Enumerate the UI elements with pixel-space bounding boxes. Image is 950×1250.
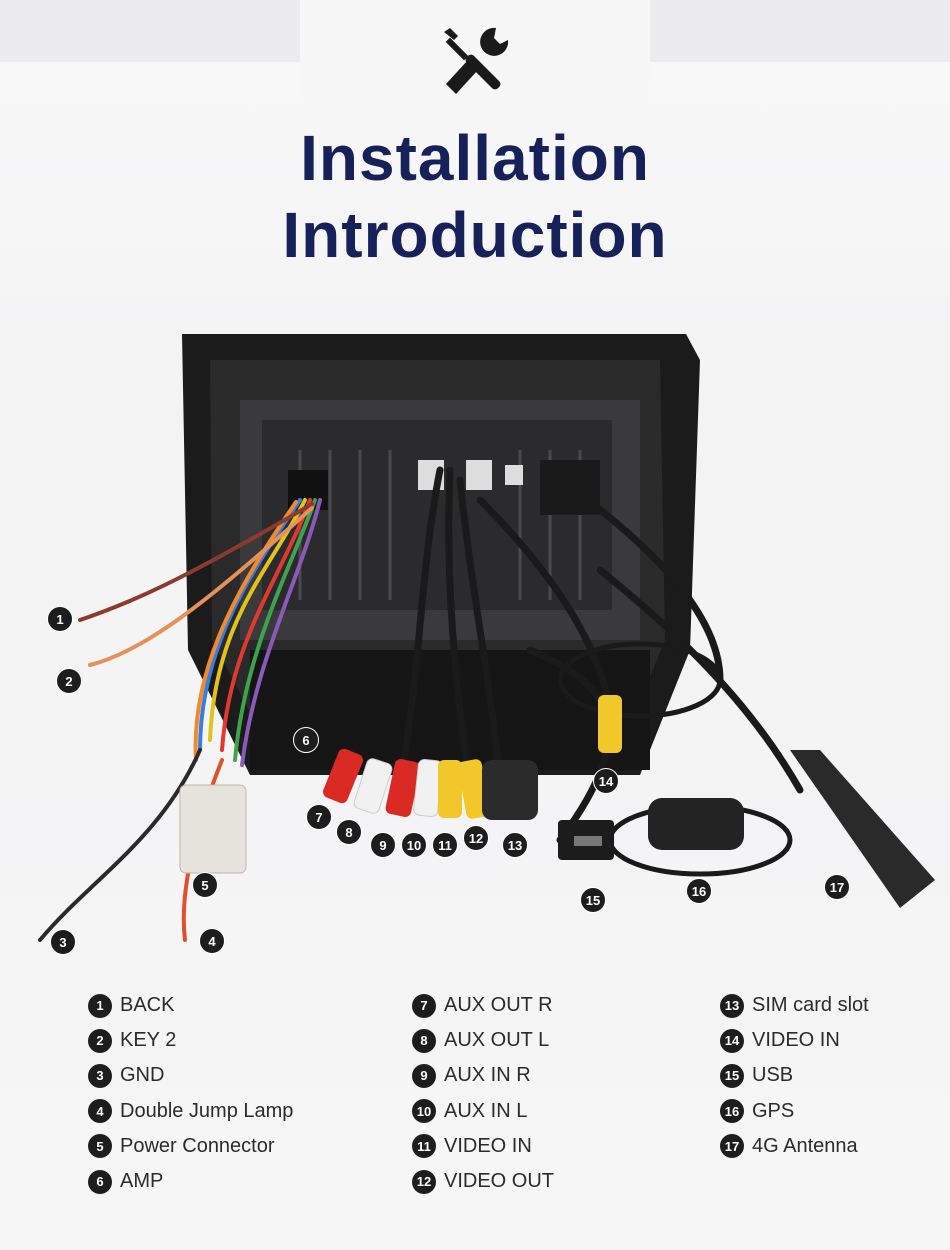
callout-7: 7 — [306, 804, 332, 830]
callout-6: 6 — [293, 727, 319, 753]
legend-label: AUX IN L — [444, 1099, 528, 1122]
legend-label: USB — [752, 1064, 794, 1087]
callout-16: 16 — [686, 878, 712, 904]
legend-label: BACK — [120, 994, 175, 1017]
legend-label: AUX IN R — [444, 1064, 531, 1087]
callout-4: 4 — [199, 928, 225, 954]
callout-8: 8 — [336, 819, 362, 845]
legend-item: 2 KEY 2 — [88, 1023, 293, 1058]
legend-number: 8 — [412, 1028, 436, 1053]
legend-number: 7 — [412, 993, 436, 1018]
legend-item: 11 VIDEO IN — [412, 1129, 554, 1164]
legend-number: 6 — [88, 1169, 112, 1194]
legend-number: 15 — [720, 1063, 744, 1088]
legend-column-3: 13 SIM card slot 14 VIDEO IN 15 USB 16 GPS 1… — [720, 988, 869, 1164]
legend-label: GND — [120, 1064, 165, 1087]
head-unit-wiring-photo — [38, 334, 935, 942]
legend-number: 16 — [720, 1099, 744, 1124]
callout-11: 11 — [432, 832, 458, 858]
legend-label: Power Connector — [120, 1134, 275, 1157]
page-title-line-1: Installation — [300, 122, 650, 194]
legend-number: 9 — [412, 1063, 436, 1088]
header-tab — [300, 0, 650, 110]
legend-label: VIDEO IN — [444, 1134, 532, 1157]
legend-label: AUX OUT L — [444, 1029, 550, 1052]
legend-label: VIDEO IN — [752, 1029, 840, 1052]
callout-10: 10 — [401, 832, 427, 858]
legend-item: 6 AMP — [88, 1164, 293, 1199]
legend-number: 10 — [412, 1099, 436, 1124]
legend-label: AUX OUT R — [444, 994, 553, 1017]
legend-number: 13 — [720, 993, 744, 1018]
legend-item: 16 GPS — [720, 1094, 869, 1129]
legend-item: 9 AUX IN R — [412, 1058, 554, 1093]
legend-number: 5 — [88, 1134, 112, 1159]
legend-item: 15 USB — [720, 1058, 869, 1093]
legend-label: KEY 2 — [120, 1029, 177, 1052]
legend-label: 4G Antenna — [752, 1134, 858, 1157]
legend-item: 8 AUX OUT L — [412, 1023, 554, 1058]
legend-number: 12 — [412, 1169, 436, 1194]
callout-12: 12 — [463, 825, 489, 851]
legend-item: 4 Double Jump Lamp — [88, 1094, 293, 1129]
legend-number: 2 — [88, 1028, 112, 1053]
screwdriver-wrench-icon — [444, 27, 509, 94]
page-title-line-2: Introduction — [282, 199, 668, 271]
legend-item: 17 4G Antenna — [720, 1129, 869, 1164]
legend-item: 14 VIDEO IN — [720, 1023, 869, 1058]
legend-label: Double Jump Lamp — [120, 1099, 294, 1122]
callout-14: 14 — [593, 768, 619, 794]
legend-item: 10 AUX IN L — [412, 1094, 554, 1129]
legend-item: 1 BACK — [88, 988, 293, 1023]
legend-item: 3 GND — [88, 1058, 293, 1093]
legend-number: 4 — [88, 1099, 112, 1124]
legend-column-1: 1 BACK 2 KEY 2 3 GND 4 Double Jump Lamp 5 Pow… — [88, 988, 293, 1199]
legend-label: VIDEO OUT — [444, 1170, 555, 1193]
legend-label: GPS — [752, 1099, 795, 1122]
callout-9: 9 — [370, 832, 396, 858]
legend-item: 13 SIM card slot — [720, 988, 869, 1023]
legend-number: 17 — [720, 1134, 744, 1159]
callout-15: 15 — [580, 887, 606, 913]
callout-13: 13 — [502, 832, 528, 858]
legend-number: 1 — [88, 993, 112, 1018]
legend-number: 3 — [88, 1063, 112, 1088]
legend-number: 14 — [720, 1028, 744, 1053]
legend-column-2: 7 AUX OUT R 8 AUX OUT L 9 AUX IN R 10 AUX IN… — [412, 988, 554, 1199]
legend-item: 7 AUX OUT R — [412, 988, 554, 1023]
legend-item: 12 VIDEO OUT — [412, 1164, 554, 1199]
callout-2: 2 — [56, 668, 82, 694]
callout-1: 1 — [47, 606, 73, 632]
callout-5: 5 — [192, 872, 218, 898]
legend-label: AMP — [120, 1170, 164, 1193]
callout-17: 17 — [824, 874, 850, 900]
legend-number: 11 — [412, 1134, 436, 1159]
legend-item: 5 Power Connector — [88, 1129, 293, 1164]
legend-label: SIM card slot — [752, 994, 869, 1017]
callout-3: 3 — [50, 929, 76, 955]
